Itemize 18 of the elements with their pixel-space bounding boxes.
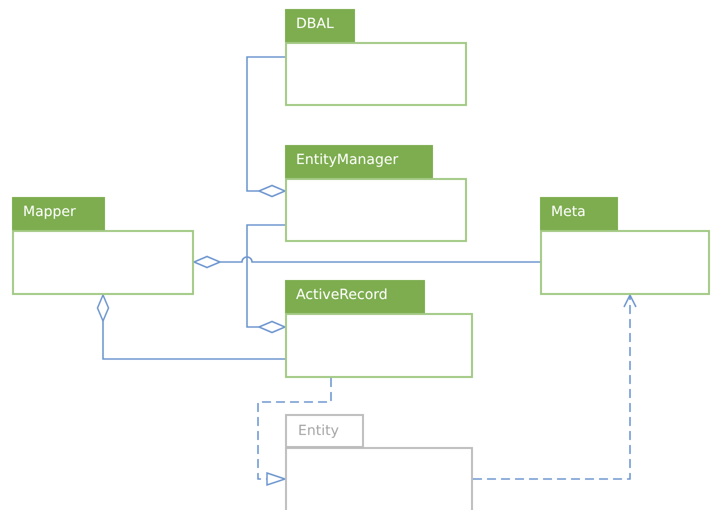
package-node xyxy=(285,280,473,378)
package-node xyxy=(285,414,473,510)
package-node xyxy=(285,9,467,106)
package-node xyxy=(12,197,194,295)
package-name: EntityManager xyxy=(285,145,433,179)
package-name: DBAL xyxy=(285,9,355,43)
aggregation-line xyxy=(246,224,286,334)
aggregation-line xyxy=(96,294,285,360)
aggregation-line xyxy=(246,56,286,198)
package-name: Entity xyxy=(285,414,364,448)
package-name: ActiveRecord xyxy=(285,280,425,314)
package-node xyxy=(285,145,467,242)
aggregation-line xyxy=(193,256,540,268)
dashed-arrow xyxy=(257,378,332,486)
package-name: Meta xyxy=(540,197,618,231)
dashed-arrow xyxy=(473,294,637,480)
package-node xyxy=(540,197,710,295)
package-name: Mapper xyxy=(12,197,105,231)
